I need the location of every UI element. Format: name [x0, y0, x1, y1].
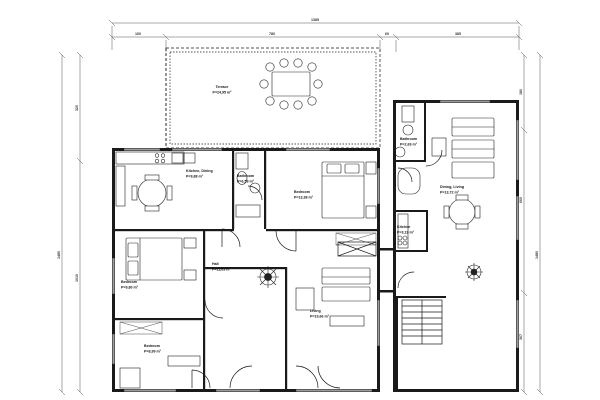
left-total-dimension: 1480 [57, 251, 61, 259]
room-label-kitchen-east: Kitchen [397, 225, 410, 229]
dining-living-furniture [431, 117, 495, 281]
right-dimension-segment-2: 660 [519, 197, 523, 203]
bedroom-north-furniture [321, 161, 377, 246]
hall-furniture [257, 266, 279, 288]
room-label-hall: Hall [212, 262, 219, 266]
room-area-kitchen-dining: P=9,88 m² [186, 175, 204, 179]
room-area-bathroom-main: P=6,59 m² [237, 180, 255, 184]
living-furniture [295, 267, 371, 327]
right-total-dimension: 1480 [535, 251, 539, 259]
room-area-hall: P=11,63 m² [212, 268, 231, 272]
interior-partitions [115, 103, 446, 392]
top-dimension-segment-2: 780 [269, 32, 275, 36]
left-dimension-chain: 1480 320 1010 [57, 51, 84, 396]
room-area-kitchen-east: P=3,19 m² [397, 231, 415, 235]
room-label-bedroom-sw: Bedroom [144, 344, 160, 348]
terrace-furniture [259, 58, 323, 110]
top-dimension-chain: 1385 160 780 60 385 [108, 18, 523, 52]
top-dimension-segment-3: 60 [385, 32, 389, 36]
kitchen-dining-furniture [115, 151, 196, 212]
room-label-kitchen-dining: Kitchen, Dining [186, 169, 213, 173]
room-label-bathroom-east: Bathroom [400, 137, 417, 141]
windows [112, 100, 519, 392]
room-area-living: P=19,66 m² [310, 315, 330, 319]
left-dimension-segment-1: 320 [75, 105, 79, 111]
room-labels: Terrace P=24,95 m² Kitchen, Dining P=9,8… [121, 85, 464, 354]
room-area-dining-living: P=13,72 m² [440, 191, 460, 195]
bathroom-main-fixtures [235, 152, 261, 218]
room-area-bedroom-west: P=9,80 m² [121, 286, 139, 290]
kitchen-east-furniture [397, 213, 409, 249]
room-label-bedroom-north: Bedroom [294, 190, 310, 194]
right-dimension-segment-1: 180 [519, 89, 523, 95]
right-dimension-chain: 180 660 367 1480 [519, 51, 544, 396]
left-dimension-segment-2: 1010 [75, 274, 79, 282]
top-total-dimension: 1385 [311, 18, 319, 22]
bedroom-west-furniture [125, 237, 197, 281]
top-dimension-segment-1: 160 [135, 32, 141, 36]
staircase [337, 241, 443, 345]
door-swings [191, 149, 443, 389]
bathroom-east-fixtures [394, 105, 421, 195]
room-area-bathroom-east: P=2,69 m² [400, 143, 418, 147]
room-label-terrace: Terrace [216, 85, 229, 89]
room-area-terrace: P=24,95 m² [213, 91, 233, 95]
room-label-bathroom-main: Bathroom [237, 174, 254, 178]
room-area-bedroom-sw: P=8,99 m² [144, 350, 162, 354]
room-label-dining-living: Dining, Living [440, 185, 464, 189]
bedroom-sw-furniture [119, 321, 201, 389]
right-dimension-segment-3: 367 [519, 334, 523, 340]
room-label-living: Living [310, 309, 321, 313]
top-dimension-segment-4: 385 [455, 32, 461, 36]
room-area-bedroom-north: P=13,38 m² [294, 196, 314, 200]
room-label-bedroom-west: Bedroom [121, 280, 137, 284]
